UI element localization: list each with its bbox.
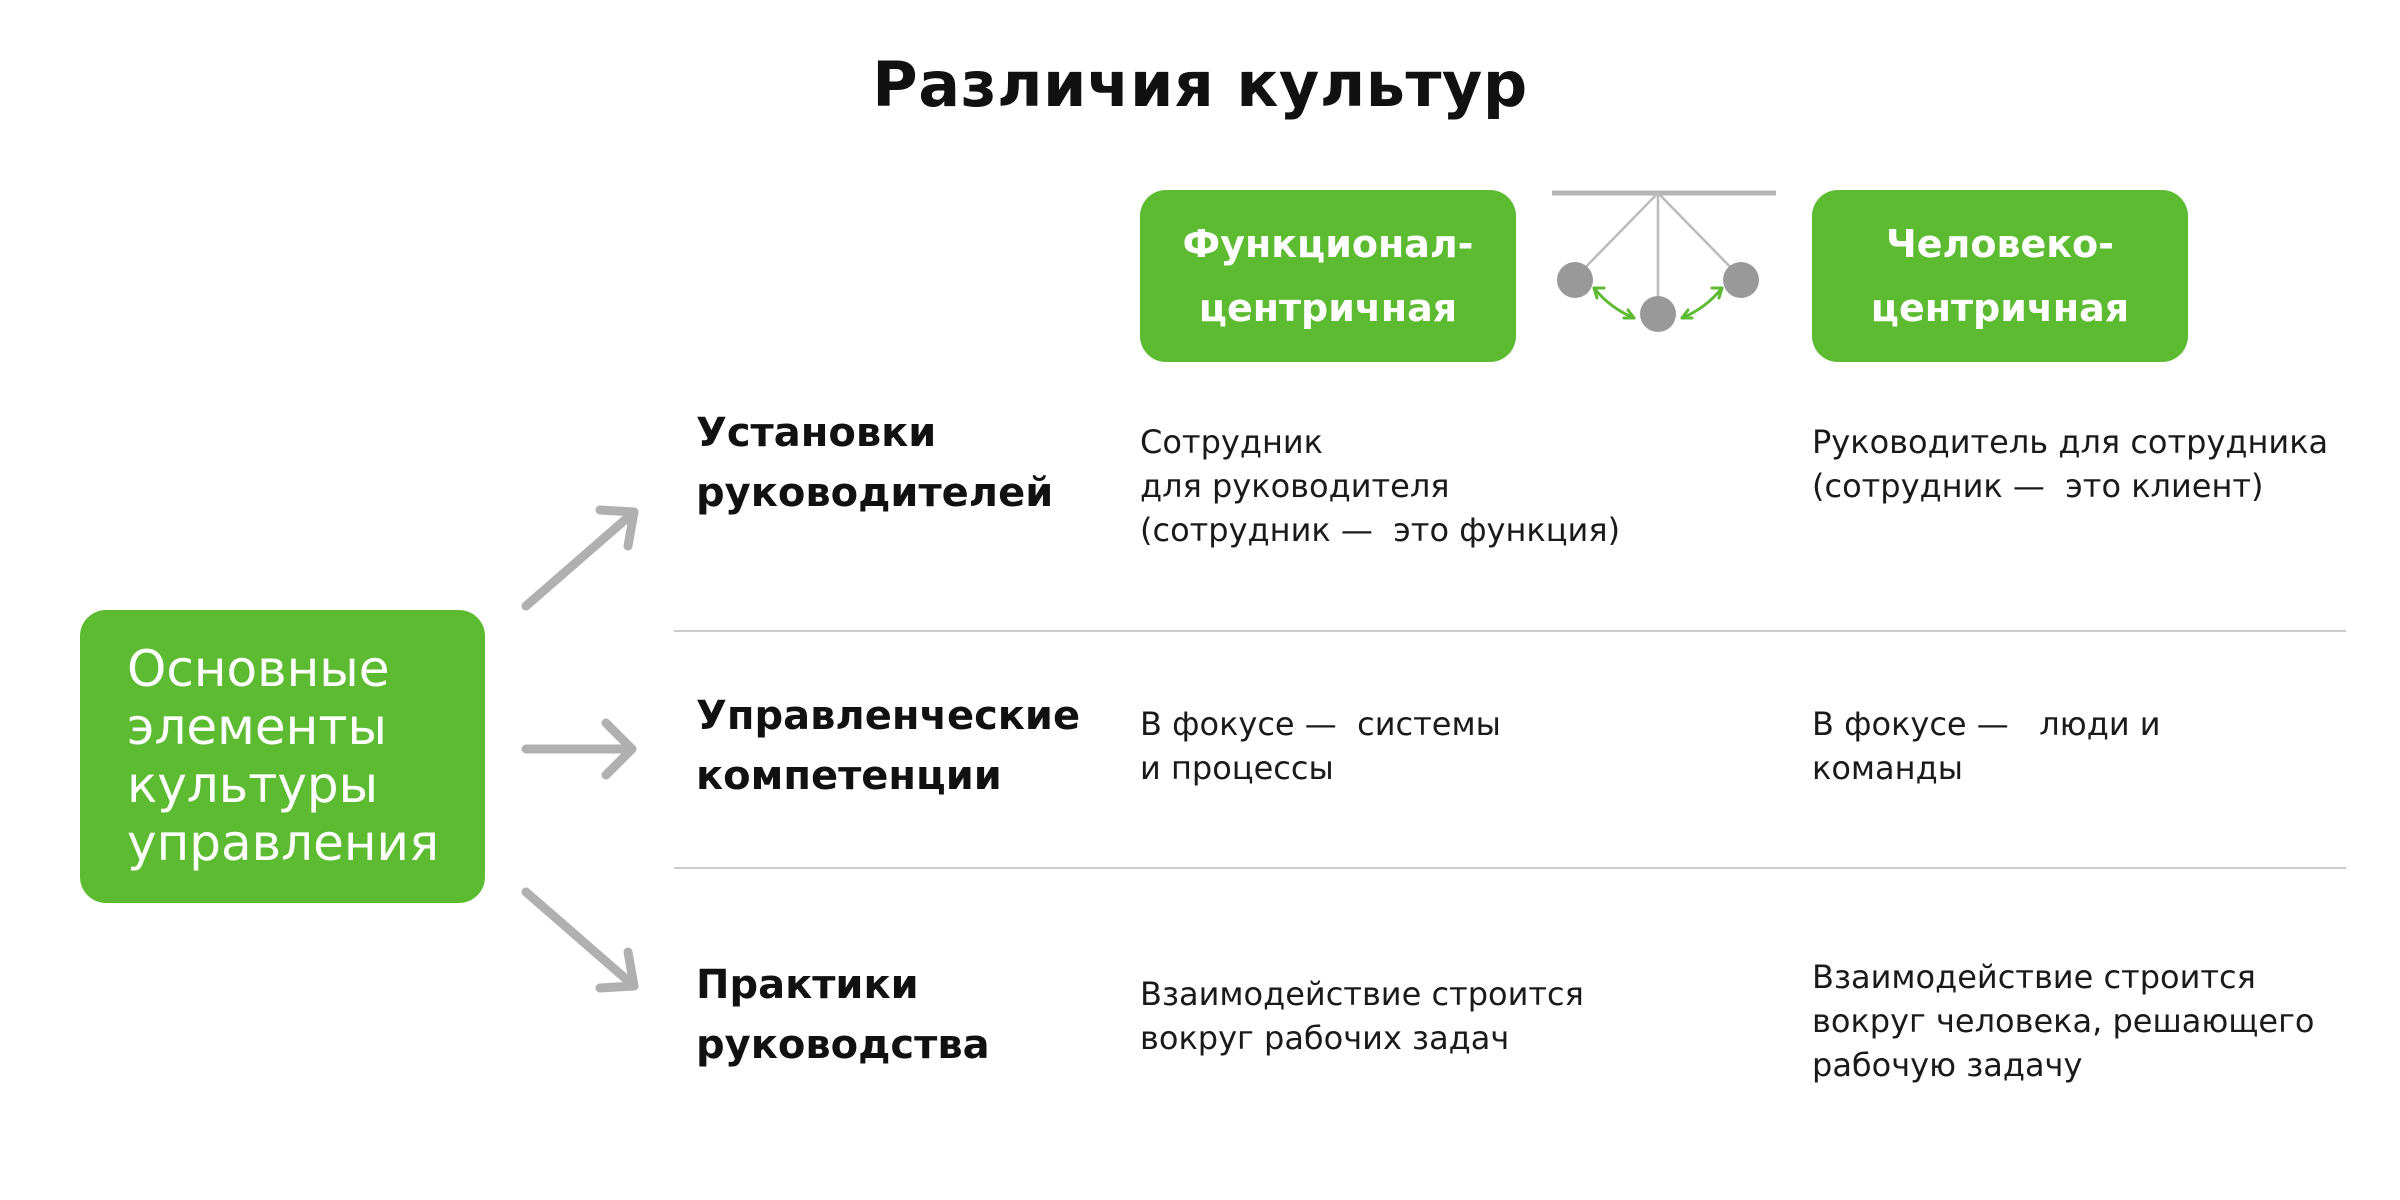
main-box-line: Основные xyxy=(127,640,390,698)
column-header-functional: Функционал- центричная xyxy=(1140,190,1516,362)
cell-line: рабочую задачу xyxy=(1812,1046,2083,1084)
cell-practices-human: Взаимодействие строится вокруг человека,… xyxy=(1812,955,2315,1087)
row-label-line: руководителей xyxy=(696,470,1054,516)
column-header-line: Функционал- xyxy=(1182,222,1474,266)
row-divider xyxy=(674,867,2346,869)
cell-practices-functional: Взаимодействие строится вокруг рабочих з… xyxy=(1140,972,1584,1060)
cell-line: (сотрудник — это клиент) xyxy=(1812,467,2264,505)
main-box-line: культуры xyxy=(127,756,379,814)
main-box-line: управления xyxy=(127,814,440,872)
pendulum-icon xyxy=(1552,190,1776,332)
row-label-management-practices: Практики руководства xyxy=(696,955,990,1075)
main-box-line: элементы xyxy=(127,698,387,756)
column-header-line: центричная xyxy=(1198,286,1458,330)
row-divider xyxy=(674,630,2346,632)
cell-line: и процессы xyxy=(1140,749,1334,787)
row-label-line: компетенции xyxy=(696,753,1002,799)
arrow-right-icon xyxy=(521,718,637,780)
row-label-line: Установки xyxy=(696,410,937,456)
cell-line: В фокусе — системы xyxy=(1140,705,1501,743)
cell-line: В фокусе — люди и xyxy=(1812,705,2161,743)
row-label-management-competencies: Управленческие компетенции xyxy=(696,686,1080,806)
page-title: Различия культур xyxy=(872,48,1528,121)
cell-competencies-human: В фокусе — люди и команды xyxy=(1812,702,2161,790)
cell-attitudes-functional: Сотрудник для руководителя (сотрудник — … xyxy=(1140,420,1620,552)
row-label-line: руководства xyxy=(696,1022,990,1068)
arrow-down-right-icon xyxy=(521,887,639,993)
cell-line: Взаимодействие строится xyxy=(1140,975,1584,1013)
cell-line: команды xyxy=(1812,749,1963,787)
main-elements-box: Основные элементы культуры управления xyxy=(80,610,485,903)
cell-line: вокруг человека, решающего xyxy=(1812,1002,2315,1040)
cell-line: Взаимодействие строится xyxy=(1812,958,2256,996)
cell-line: (сотрудник — это функция) xyxy=(1140,511,1621,549)
row-label-line: Управленческие xyxy=(696,693,1081,739)
cell-competencies-functional: В фокусе — системы и процессы xyxy=(1140,702,1501,790)
row-label-line: Практики xyxy=(696,962,919,1008)
cell-line: Руководитель для сотрудника xyxy=(1812,423,2329,461)
cell-attitudes-human: Руководитель для сотрудника (сотрудник —… xyxy=(1812,420,2328,508)
column-header-line: центричная xyxy=(1870,286,2130,330)
arrow-up-right-icon xyxy=(521,505,639,611)
column-header-line: Человеко- xyxy=(1886,222,2114,266)
row-label-manager-attitudes: Установки руководителей xyxy=(696,403,1053,523)
cell-line: вокруг рабочих задач xyxy=(1140,1019,1510,1057)
cell-line: для руководителя xyxy=(1140,467,1450,505)
cell-line: Сотрудник xyxy=(1140,423,1323,461)
column-header-human: Человеко- центричная xyxy=(1812,190,2188,362)
